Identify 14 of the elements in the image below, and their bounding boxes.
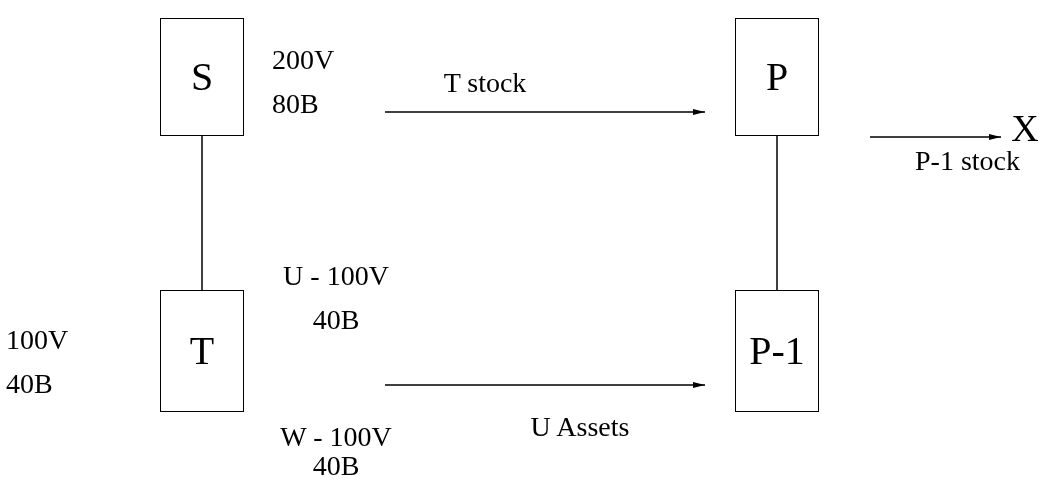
arrow bbox=[384, 109, 706, 115]
value-note: 100V 40B bbox=[6, 323, 69, 401]
node-label: X bbox=[1005, 110, 1045, 146]
connector-line bbox=[776, 135, 778, 291]
entity-box: S bbox=[160, 18, 244, 136]
entity-box: P bbox=[735, 18, 819, 136]
arrow bbox=[869, 134, 1002, 140]
connector-line bbox=[201, 135, 203, 291]
value-note: 200V 80B bbox=[272, 43, 335, 121]
entity-box: T bbox=[160, 290, 244, 412]
value-note: W - 100V 40B bbox=[279, 422, 393, 480]
entity-box: P-1 bbox=[735, 290, 819, 412]
value-note: U - 100V 40B bbox=[282, 259, 390, 337]
arrow bbox=[384, 382, 706, 388]
